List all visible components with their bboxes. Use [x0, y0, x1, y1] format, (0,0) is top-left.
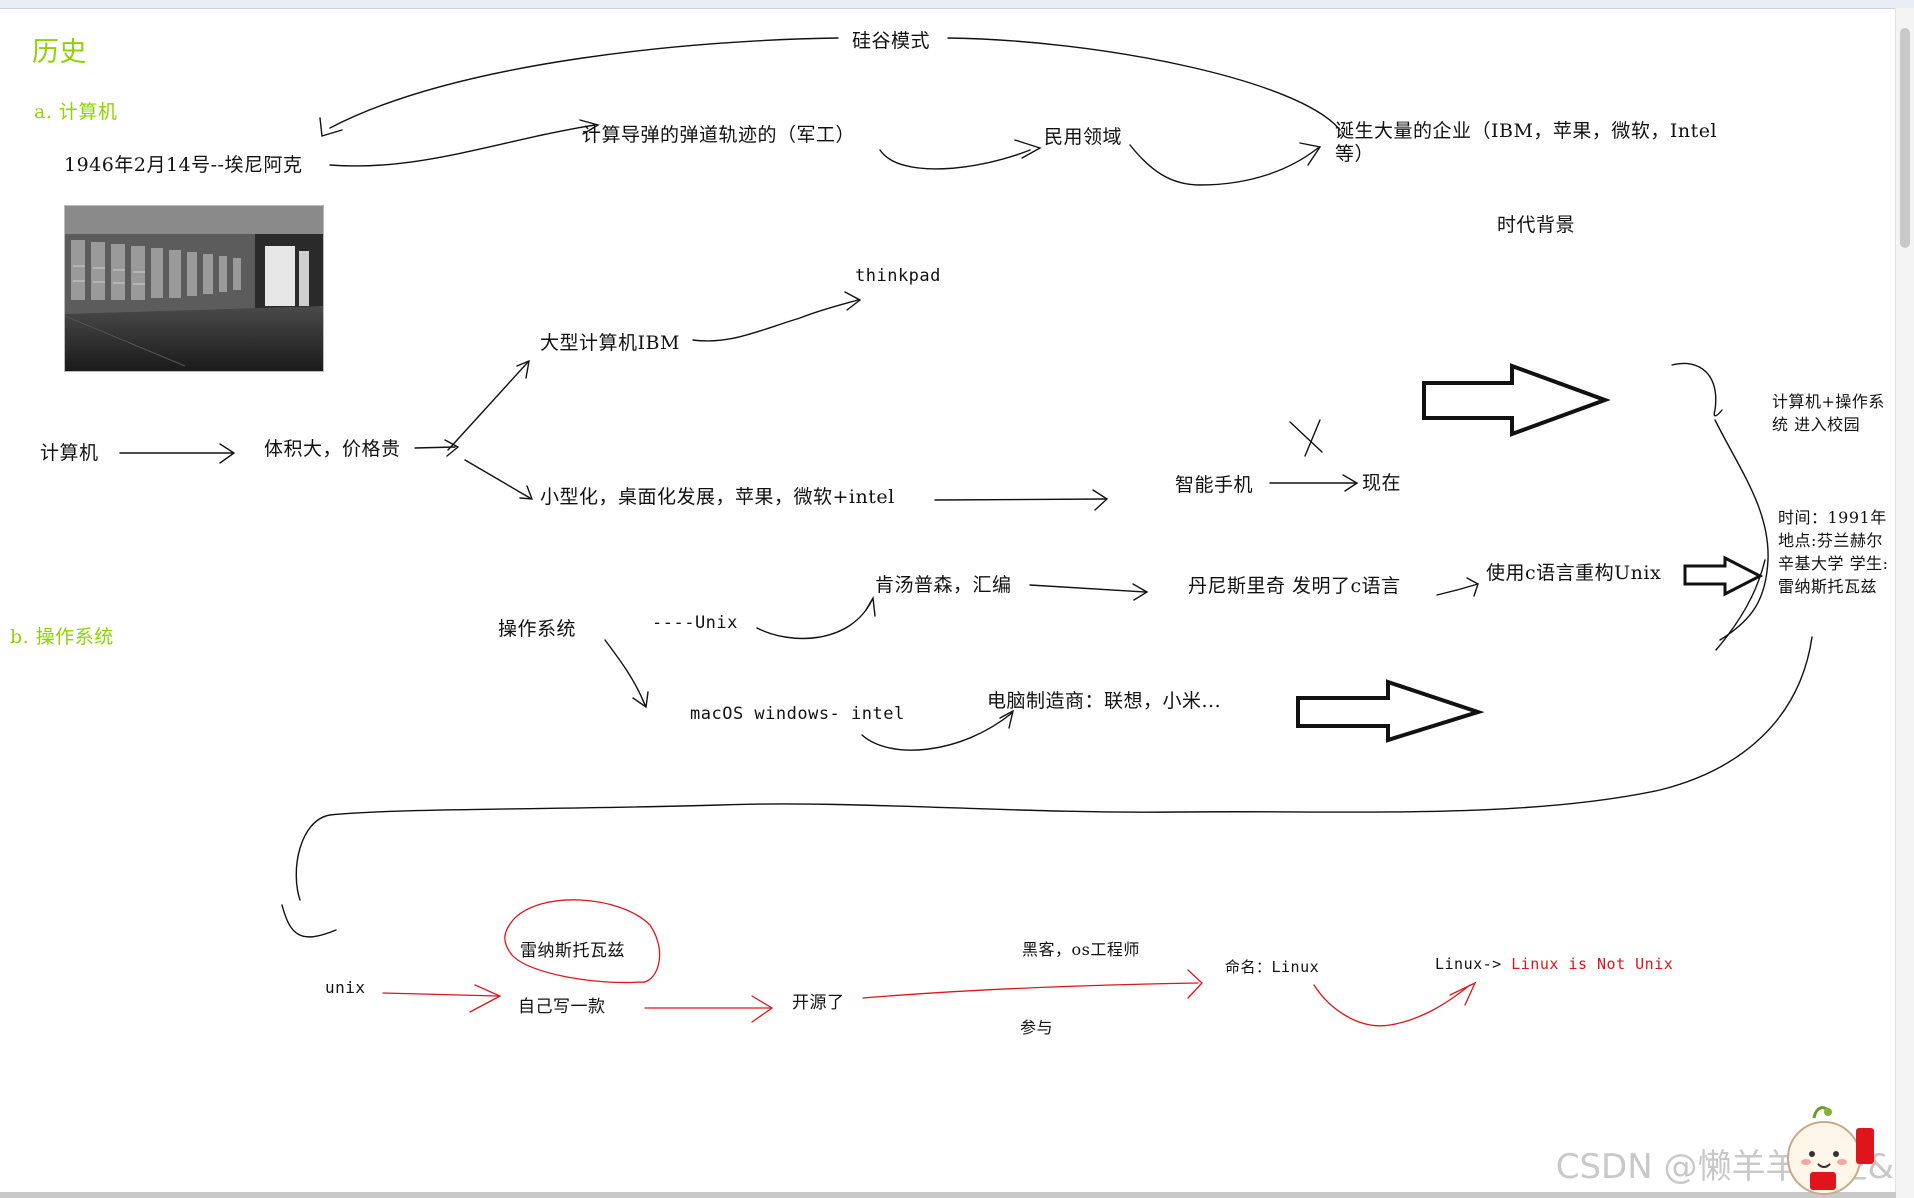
node-thinkpad: thinkpad: [855, 266, 941, 286]
node-linus: 雷纳斯托瓦兹: [520, 936, 625, 961]
node-os: 操作系统: [498, 614, 576, 641]
mascot-sticker-icon: [1764, 1088, 1884, 1198]
node-macos-windows: macOS windows- intel: [690, 704, 905, 724]
linux-acronym-unix: Unix: [1635, 955, 1673, 973]
node-miniaturization: 小型化，桌面化发展，苹果，微软+intel: [540, 482, 895, 509]
subsection-computer: a. 计算机: [34, 97, 117, 124]
node-rewrite-unix: 使用c语言重构Unix: [1486, 558, 1661, 585]
node-naming: 命名：Linux: [1225, 956, 1319, 977]
node-eniac-date: 1946年2月14号--埃尼阿克: [64, 150, 302, 177]
node-smartphone: 智能手机: [1175, 470, 1253, 497]
node-civil: 民用领域: [1044, 122, 1122, 149]
node-bulky-expensive: 体积大，价格贵: [264, 434, 401, 461]
bottom-bar: [0, 1192, 1896, 1198]
node-hackers: 黑客，os工程师: [1022, 936, 1140, 960]
node-linux-acronym: Linux-> Linux is Not Unix: [1435, 955, 1673, 973]
node-companies: 诞生大量的企业（IBM，苹果，微软，Intel等）: [1335, 120, 1735, 166]
node-now: 现在: [1362, 468, 1401, 495]
linux-acronym-linux: Linux: [1511, 955, 1559, 973]
vertical-scrollbar[interactable]: [1895, 8, 1914, 1198]
linux-acronym-is: is: [1568, 955, 1587, 973]
node-write-own: 自己写一款: [518, 992, 606, 1017]
node-computer: 计算机: [40, 438, 99, 465]
eniac-photo-image: [65, 206, 323, 371]
node-era-background: 时代背景: [1497, 210, 1575, 237]
eniac-photo: [64, 205, 324, 372]
node-silicon-valley: 硅谷模式: [852, 26, 930, 53]
node-pc-makers: 电脑制造商：联想，小米...: [987, 686, 1221, 713]
node-participate: 参与: [1020, 1014, 1053, 1038]
node-ibm-mainframe: 大型计算机IBM: [540, 328, 680, 355]
node-ballistics: 计算导弹的弹道轨迹的（军工）: [582, 120, 855, 147]
subsection-os: b. 操作系统: [10, 622, 114, 649]
node-campus: 计算机+操作系统 进入校园: [1772, 390, 1900, 436]
node-open-source: 开源了: [792, 988, 845, 1013]
scrollbar-thumb[interactable]: [1900, 28, 1910, 248]
node-unix-dash: ----Unix: [652, 613, 738, 633]
node-unix: unix: [325, 978, 366, 997]
linux-acronym-not: Not: [1597, 955, 1626, 973]
node-dennis-ritchie: 丹尼斯里奇 发明了c语言: [1188, 571, 1401, 598]
section-title: 历史: [32, 30, 87, 69]
node-ken-thompson: 肯汤普森，汇编: [875, 570, 1012, 597]
node-who-when: 时间：1991年 地点:芬兰赫尔辛基大学 学生:雷纳斯托瓦兹: [1778, 506, 1896, 598]
linux-acronym-prefix: Linux->: [1435, 955, 1502, 973]
